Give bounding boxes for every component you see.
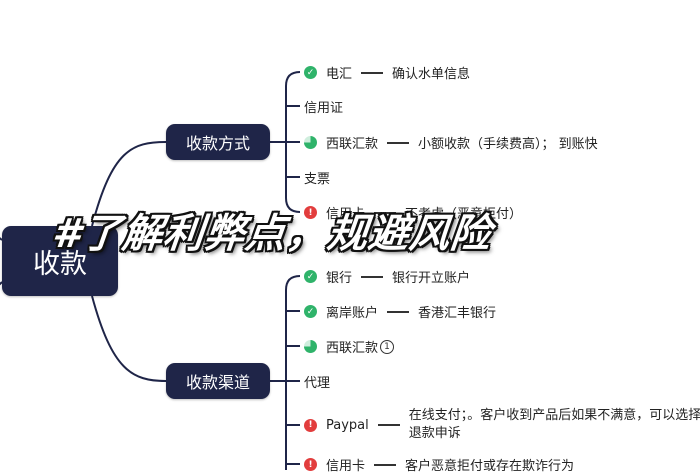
progress-pie-icon: [304, 340, 317, 353]
overlay-caption: #了解利弊点，规避风险: [50, 211, 494, 257]
leaf-node[interactable]: ! 信用卡 不考虑（恶意拒付）: [304, 203, 522, 222]
leaf-node[interactable]: 支票: [304, 168, 330, 187]
count-badge: 1: [380, 339, 395, 354]
branch-node-label: 收款渠道: [185, 373, 250, 392]
branch-node-label: 收款方式: [185, 134, 250, 153]
exclamation-circle-icon: !: [304, 418, 317, 432]
leaf-note: 银行开立账户: [392, 271, 471, 286]
exclamation-circle-icon: !: [304, 206, 317, 219]
leaf-node-label: 银行: [326, 271, 353, 286]
branch-node-payment-channel[interactable]: 收款渠道: [166, 363, 270, 399]
progress-pie-icon: [304, 136, 317, 149]
connector-root-left-0: [0, 237, 3, 241]
leaf-node[interactable]: 信用证: [304, 97, 343, 116]
connector-root-left-1: [0, 281, 3, 286]
leaf-node-label: 支票: [304, 172, 331, 187]
leaf-note: 小额收款（手续费高）； 到账快: [418, 137, 598, 152]
connector-root-branch-0: [91, 141, 167, 227]
bracket-branch-1: [270, 275, 301, 470]
leaf-node-label: 电汇: [326, 67, 353, 82]
leaf-node-label: 信用卡: [326, 459, 366, 474]
leaf-node-label: 代理: [304, 376, 331, 391]
note-connector: [374, 463, 397, 466]
leaf-node[interactable]: 西联汇款 小额收款（手续费高）； 到账快: [304, 133, 598, 152]
exclamation-circle-icon: !: [304, 458, 317, 471]
root-node[interactable]: 收款: [2, 226, 118, 296]
branch-node-payment-method[interactable]: 收款方式: [166, 124, 270, 160]
leaf-note: 在线支付；。客户收到产品后如果不满意，可以选择退款申诉: [408, 408, 700, 441]
leaf-node-label: Paypal: [326, 417, 369, 433]
note-connector: [374, 211, 397, 214]
check-circle-icon: ✓: [304, 270, 317, 283]
note-connector: [377, 424, 400, 426]
leaf-note: 不考虑（恶意拒付）: [405, 207, 523, 222]
leaf-node-label: 离岸账户: [326, 306, 379, 321]
note-connector: [361, 71, 384, 74]
leaf-node[interactable]: ✓ 电汇 确认水单信息: [304, 63, 470, 82]
bracket-branch-0: [270, 71, 301, 213]
leaf-node-label: 西联汇款: [326, 137, 379, 152]
leaf-node[interactable]: ! 信用卡 客户恶意拒付或存在欺诈行为: [304, 455, 574, 474]
check-circle-icon: ✓: [304, 66, 317, 79]
check-circle-icon: ✓: [304, 305, 317, 318]
leaf-node[interactable]: ✓ 银行 银行开立账户: [304, 267, 470, 286]
leaf-node-label: 信用卡: [326, 207, 366, 222]
note-connector: [387, 141, 410, 144]
note-connector: [361, 275, 384, 278]
connector-root-branch-1: [91, 295, 167, 382]
root-node-label: 收款: [33, 248, 87, 280]
leaf-node-label: 信用证: [304, 101, 344, 116]
leaf-note: 香港汇丰银行: [418, 306, 497, 321]
note-connector: [387, 310, 410, 313]
leaf-note: 客户恶意拒付或存在欺诈行为: [405, 459, 575, 474]
leaf-node[interactable]: ✓ 离岸账户 香港汇丰银行: [304, 302, 496, 321]
leaf-node-label: 西联汇款: [326, 341, 379, 356]
leaf-node[interactable]: 代理: [304, 372, 330, 391]
leaf-node[interactable]: ! Paypal 在线支付；。客户收到产品后如果不满意，可以选择退款申诉: [304, 407, 700, 443]
leaf-note: 确认水单信息: [392, 67, 471, 82]
